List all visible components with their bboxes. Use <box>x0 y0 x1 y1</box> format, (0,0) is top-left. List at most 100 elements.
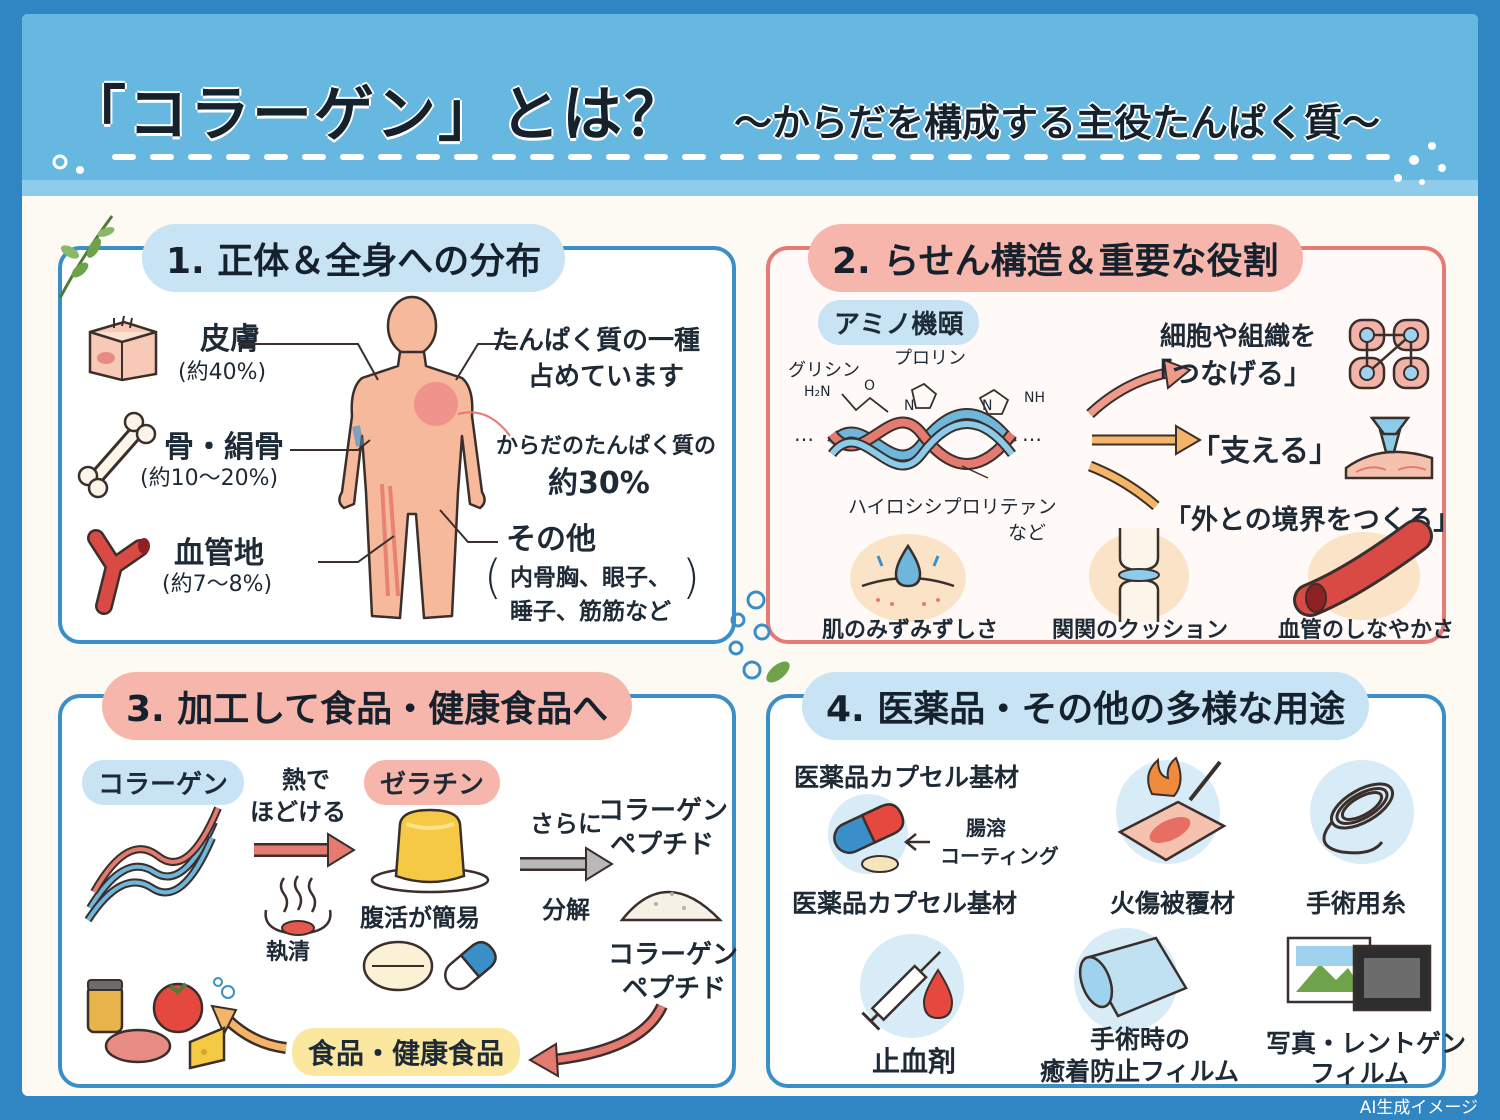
section2-heading: 2. らせん構造＆重要な役割 <box>808 224 1303 292</box>
decor-dash <box>1176 154 1200 160</box>
flexible-vessel-icon <box>1293 519 1433 620</box>
other-label: その他 <box>506 522 596 557</box>
decor-dash <box>986 154 1010 160</box>
peptide-top-line1: コラーゲン <box>598 796 729 826</box>
food-items-icon <box>86 977 235 1070</box>
decor-dash <box>1290 154 1314 160</box>
cell-network-icon <box>1348 318 1430 390</box>
amino-acid-label: アミノ機頤 <box>818 300 980 345</box>
section1-heading: 1. 正体＆全身への分布 <box>142 224 566 292</box>
capsule-bottom-label: 医薬品カプセル基材 <box>792 889 1018 918</box>
heat-arrow <box>254 832 356 868</box>
capsule-top-label: 医薬品カプセル基材 <box>794 763 1020 792</box>
vessel-label: 血管地 <box>174 536 264 571</box>
heat-line1: 熱で <box>282 766 330 794</box>
decor-dash <box>112 154 136 160</box>
page-title: 「コラーゲン」とは？ <box>66 80 686 150</box>
other-items-line1: 内骨胸、眼子、 <box>510 565 671 591</box>
peptide-bottom-line2: ペプチド <box>622 974 727 1004</box>
decor-dash <box>1062 154 1086 160</box>
nitrogen-label-2: N <box>982 398 993 414</box>
suture-thread-icon <box>1310 760 1414 864</box>
adhesion-film-icon <box>1074 928 1188 1032</box>
decor-dash <box>150 154 174 160</box>
tablet-capsule-icon <box>362 940 497 992</box>
broth-steam-icon <box>264 875 332 936</box>
section3-heading: 3. 加工して食品・健康食品へ <box>102 672 633 740</box>
bracket-right: ) <box>682 550 700 604</box>
collagen-helix-icon <box>84 806 222 923</box>
heat-line2: ほどける <box>250 798 346 826</box>
benefit-joint: 関関のクッション <box>1052 618 1229 643</box>
decor-dash <box>416 154 440 160</box>
oxygen-label: O <box>864 378 876 394</box>
enteric-line1: 腸溶 <box>966 816 1006 840</box>
hydroxyproline-label: ハイロシシプロリテァン <box>848 496 1057 518</box>
decor-dash <box>1366 154 1390 160</box>
burn-dressing-icon <box>1116 756 1227 864</box>
decor-dash <box>1100 154 1124 160</box>
blood-vessel-icon <box>87 529 150 615</box>
ellipsis-right: … <box>1022 422 1042 446</box>
header-band <box>22 180 1478 196</box>
bone-percent: (約10～20%) <box>140 466 279 491</box>
further-label: さらに <box>530 810 602 838</box>
gelatin-jelly-icon <box>370 808 490 894</box>
benefit-vessel: 血管のしなやかさ <box>1278 618 1455 643</box>
role-arrows <box>1086 358 1202 511</box>
nh-label: NH <box>1024 390 1045 406</box>
decor-dash <box>1328 154 1352 160</box>
gelatin-label: ゼラチン <box>364 760 501 805</box>
photo-line2: フィルム <box>1310 1059 1410 1088</box>
header: 「コラーゲン」とは？ ～からだを構成する主役たんぱく質～ <box>22 14 1478 196</box>
decor-dash <box>226 154 250 160</box>
decor-dash <box>758 154 782 160</box>
gelatin-note: 腹活が簡易 <box>360 904 480 932</box>
bracket-left: ( <box>484 550 502 604</box>
film-line2: 癒着防止フィルム <box>1040 1057 1240 1086</box>
role-connect-line2: 「つなげる」 <box>1144 357 1313 390</box>
photo-xray-film-icon <box>1286 936 1432 1012</box>
amine-label: H₂N <box>804 384 831 400</box>
header-dots <box>52 142 1446 185</box>
collagen-label: コラーゲン <box>82 760 245 805</box>
decor-dash <box>1138 154 1162 160</box>
peptide-top-line2: ペプチド <box>610 830 715 860</box>
peptide-to-food-arrow <box>528 1003 668 1078</box>
body-ratio-line2: 約30% <box>548 466 650 501</box>
decor-dash <box>340 154 364 160</box>
section1-leader-lines <box>238 343 518 563</box>
food-return-arrow <box>210 1004 287 1054</box>
decor-dash <box>682 154 706 160</box>
proline-label: プロリン <box>894 348 966 369</box>
film-line1: 手術時の <box>1090 1025 1191 1054</box>
skin-label: 皮膚 <box>200 322 260 357</box>
glycine-label: グリシン <box>788 360 860 381</box>
suture-label: 手術用糸 <box>1306 889 1407 918</box>
decor-dash <box>606 154 630 160</box>
decor-dash <box>796 154 820 160</box>
decor-dash <box>872 154 896 160</box>
enteric-line2: コーティング <box>940 844 1059 868</box>
role-connect-line1: 細胞や組織を <box>1160 322 1317 352</box>
role-support: 「支える」 <box>1190 434 1340 469</box>
joint-icon <box>1089 528 1189 622</box>
peptide-bottom-line1: コラーゲン <box>608 940 739 970</box>
skin-block-icon <box>88 315 158 382</box>
body-ratio-line1: からだのたんぱく質の <box>496 434 717 459</box>
decor-dash <box>1214 154 1238 160</box>
nitrogen-label-1: N <box>904 398 915 414</box>
capsule-pill-icon <box>828 794 908 874</box>
hemostat-label: 止血剤 <box>872 1045 957 1078</box>
decor-dash <box>492 154 516 160</box>
protein-note-line2: 占めています <box>528 362 685 392</box>
ai-generated-note: AI生成イメージ <box>1359 1098 1478 1118</box>
decor-dash <box>834 154 858 160</box>
decompose-arrow <box>520 846 614 882</box>
decor-dash <box>1024 154 1048 160</box>
enteric-pointer-arrow <box>903 833 930 851</box>
hydroxyproline-etc: など <box>1008 522 1047 544</box>
decor-dash <box>720 154 744 160</box>
hemostat-syringe-icon <box>860 934 964 1038</box>
food-label: 食品・健康食品 <box>292 1028 521 1076</box>
